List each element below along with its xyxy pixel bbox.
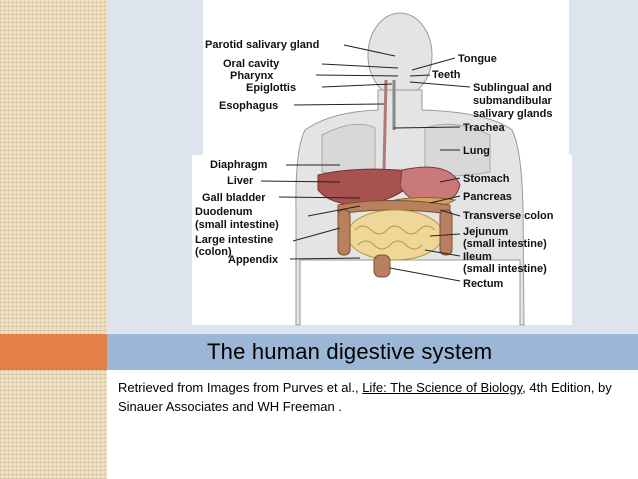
label-large-intestine: Large intestine bbox=[195, 234, 273, 246]
label-oral-cavity: Oral cavity bbox=[223, 58, 280, 70]
left-labels: Parotid salivary gland Oral cavity Phary… bbox=[195, 39, 319, 266]
accent-block bbox=[0, 334, 107, 370]
label-esophagus: Esophagus bbox=[219, 100, 278, 112]
label-rectum: Rectum bbox=[463, 278, 504, 290]
citation-book-title: Life: The Science of Biology bbox=[362, 380, 523, 395]
esophagus-trachea bbox=[382, 79, 396, 171]
label-appendix: Appendix bbox=[228, 254, 279, 266]
label-jejunum-note: (small intestine) bbox=[463, 238, 547, 250]
label-jejunum: Jejunum bbox=[463, 226, 508, 238]
label-transverse-colon: Transverse colon bbox=[463, 210, 554, 222]
slide-title: The human digestive system bbox=[207, 339, 493, 364]
label-pancreas: Pancreas bbox=[463, 191, 512, 203]
small-intestine bbox=[346, 209, 444, 261]
citation-suffix: , 4th Edition, by Sinauer Associates and… bbox=[118, 380, 612, 414]
label-duodenum-note: (small intestine) bbox=[195, 219, 279, 231]
label-diaphragm: Diaphragm bbox=[210, 159, 268, 171]
citation-text: Retrieved from Images from Purves et al.… bbox=[118, 378, 618, 416]
label-tongue: Tongue bbox=[458, 53, 497, 65]
label-pharynx: Pharynx bbox=[230, 70, 274, 82]
label-trachea: Trachea bbox=[463, 122, 505, 134]
label-epiglottis: Epiglottis bbox=[246, 82, 296, 94]
rectum bbox=[373, 254, 391, 278]
label-duodenum: Duodenum bbox=[195, 206, 253, 218]
label-parotid: Parotid salivary gland bbox=[205, 39, 319, 51]
label-lung: Lung bbox=[463, 145, 490, 157]
label-colon-note: (colon) bbox=[195, 246, 232, 258]
leader-lines bbox=[260, 44, 471, 282]
label-sublingual: Sublingual and bbox=[473, 82, 552, 94]
label-teeth: Teeth bbox=[432, 69, 461, 81]
label-ileum: Ileum bbox=[463, 251, 492, 263]
label-ileum-note: (small intestine) bbox=[463, 263, 547, 275]
right-labels: Tongue Teeth Sublingual and submandibula… bbox=[432, 53, 554, 290]
large-intestine bbox=[337, 209, 453, 256]
label-liver: Liver bbox=[227, 175, 254, 187]
label-salivary-glands: salivary glands bbox=[473, 108, 553, 120]
title-band: The human digestive system bbox=[107, 334, 638, 370]
label-gall-bladder: Gall bladder bbox=[202, 192, 266, 204]
citation-area bbox=[107, 370, 638, 479]
decorative-side-strip bbox=[0, 0, 107, 479]
label-submandibular: submandibular bbox=[473, 95, 553, 107]
citation-prefix: Retrieved from Images from Purves et al.… bbox=[118, 380, 363, 395]
label-stomach: Stomach bbox=[463, 173, 510, 185]
